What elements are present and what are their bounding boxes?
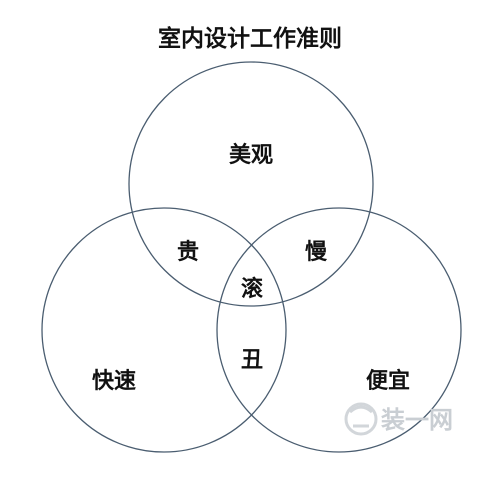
region-label-left-right: 丑 [241, 348, 263, 373]
region-label-top-left: 贵 [177, 240, 199, 265]
circle-top [128, 61, 374, 307]
region-label-left-only: 快速 [92, 368, 136, 394]
region-label-right-only: 便宜 [366, 368, 410, 394]
watermark-text: 装一网 [381, 406, 453, 434]
region-label-top-right: 慢 [305, 239, 328, 265]
watermark: 装一网 [344, 402, 453, 436]
diagram-title: 室内设计工作准则 [158, 25, 342, 52]
watermark-logo-icon [344, 402, 378, 436]
circle-right [216, 207, 462, 453]
circle-left [41, 207, 287, 453]
region-label-top-only: 美观 [229, 142, 273, 168]
region-label-center: 滚 [241, 276, 264, 302]
